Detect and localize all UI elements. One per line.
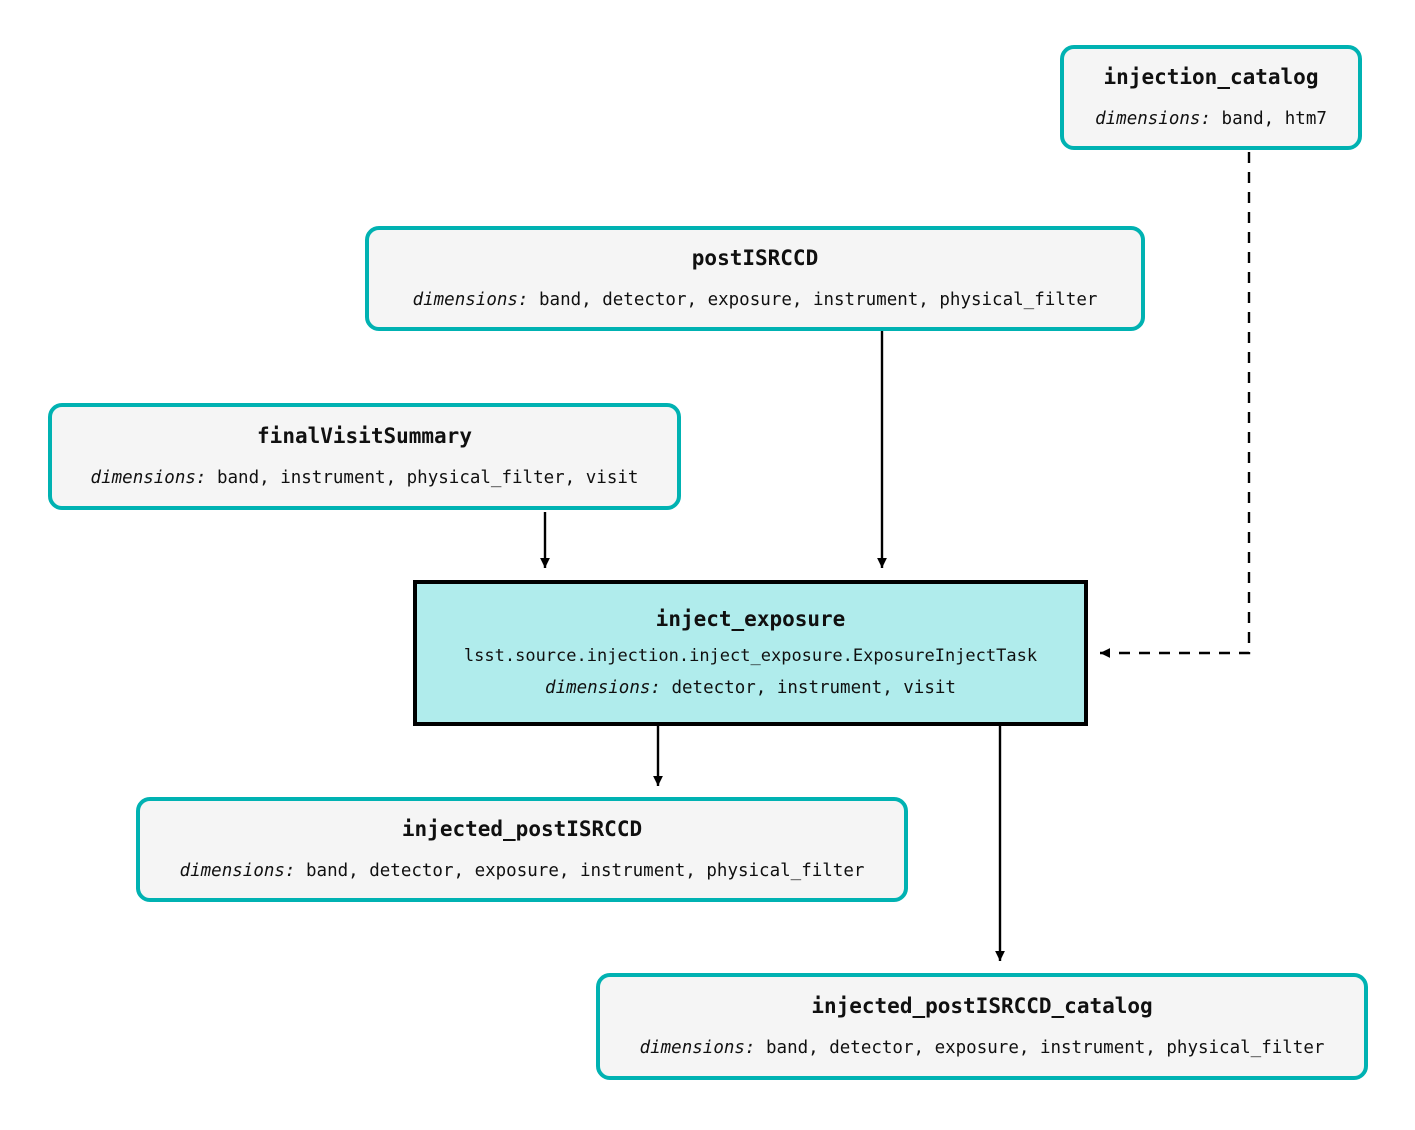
dimensions-label: dimensions: [639, 1037, 756, 1058]
dimensions-values: band, htm7 [1211, 108, 1327, 129]
node-injection-catalog[interactable]: injection_catalog dimensions: band, htm7 [1060, 45, 1362, 150]
dimensions-label: dimensions: [545, 678, 661, 699]
node-title: inject_exposure [655, 606, 846, 631]
node-dimensions: dimensions: band, detector, exposure, in… [640, 1038, 1325, 1059]
node-dimensions: dimensions: band, htm7 [1095, 109, 1327, 130]
node-injected-postisrccd[interactable]: injected_postISRCCD dimensions: band, de… [136, 797, 908, 902]
dimensions-values: band, detector, exposure, instrument, ph… [295, 860, 865, 881]
node-title: injected_postISRCCD [401, 817, 643, 842]
node-title: finalVisitSummary [257, 424, 472, 449]
node-dimensions: dimensions: band, instrument, physical_f… [91, 468, 639, 489]
dimensions-label: dimensions: [90, 467, 207, 488]
node-title: postISRCCD [691, 246, 819, 271]
node-class-path: lsst.source.injection.inject_exposure.Ex… [463, 645, 1038, 666]
dimensions-values: band, detector, exposure, instrument, ph… [528, 289, 1098, 310]
dimensions-label: dimensions: [1095, 108, 1211, 129]
dimensions-values: band, detector, exposure, instrument, ph… [755, 1037, 1325, 1058]
node-title: injection_catalog [1103, 65, 1319, 90]
node-injected-postisrccd-catalog[interactable]: injected_postISRCCD_catalog dimensions: … [596, 973, 1368, 1080]
dimensions-label: dimensions: [179, 860, 296, 881]
dimensions-values: band, instrument, physical_filter, visit [206, 467, 639, 488]
node-dimensions: dimensions: band, detector, exposure, in… [180, 861, 865, 882]
dimensions-label: dimensions: [412, 289, 529, 310]
dimensions-values: detector, instrument, visit [660, 678, 956, 699]
node-inject-exposure[interactable]: inject_exposure lsst.source.injection.in… [413, 580, 1088, 726]
node-postisrccd[interactable]: postISRCCD dimensions: band, detector, e… [365, 226, 1145, 331]
node-title: injected_postISRCCD_catalog [811, 994, 1153, 1019]
node-dimensions: dimensions: detector, instrument, visit [545, 678, 956, 699]
node-finalvisitsummary[interactable]: finalVisitSummary dimensions: band, inst… [48, 403, 681, 510]
node-dimensions: dimensions: band, detector, exposure, in… [413, 290, 1098, 311]
